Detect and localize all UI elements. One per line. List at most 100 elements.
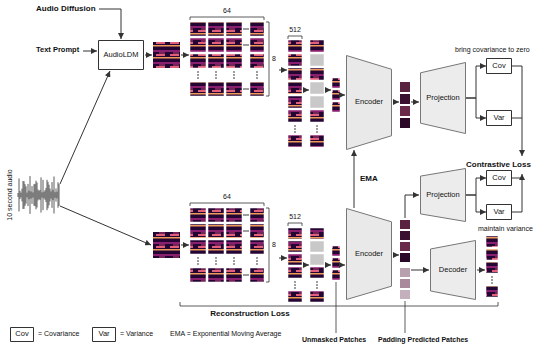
- flow-arrow: [279, 258, 287, 259]
- flow-arrow: [512, 178, 522, 179]
- waveform: [18, 193, 19, 197]
- waveform: [29, 191, 30, 200]
- waveform: [39, 191, 40, 199]
- node-label: Projection: [426, 94, 459, 102]
- waveform: [19, 178, 20, 211]
- waveform: [25, 184, 26, 206]
- masked-patch: [310, 241, 324, 252]
- outline-shape: [347, 56, 392, 150]
- patch-tile: [190, 22, 206, 36]
- patch-tile: [288, 40, 302, 52]
- patch-tile: [486, 236, 498, 247]
- ellipsis-dot: [233, 260, 235, 262]
- waveform: [57, 192, 58, 199]
- waveform: [26, 186, 27, 203]
- patch-tile: [310, 291, 324, 302]
- outline-shape: [11, 328, 34, 342]
- ellipsis-dot: [197, 257, 199, 259]
- waveform: [58, 182, 59, 207]
- masked-patch: [310, 96, 324, 108]
- ellipsis-dot: [243, 28, 245, 30]
- flow-arrow: [411, 270, 429, 271]
- spectrogram: [153, 232, 180, 258]
- ellipsis-dot: [294, 281, 296, 283]
- latent-patch: [400, 82, 410, 92]
- patch-tile: [208, 240, 224, 254]
- patch-tile: [310, 267, 324, 278]
- flow-arrow: [83, 51, 97, 52]
- patch-tile: [226, 268, 242, 282]
- latent-patch: [400, 231, 410, 240]
- ellipsis-dot: [215, 260, 217, 262]
- ellipsis-dot: [316, 287, 318, 289]
- legend-box: Cov: [10, 327, 34, 342]
- patch-tile: [310, 68, 324, 80]
- ellipsis-dot: [256, 263, 258, 265]
- waveform: [28, 184, 29, 206]
- flow-arrow: [279, 70, 287, 71]
- patch-tile: [226, 224, 242, 238]
- padding-patch: [400, 279, 410, 288]
- patch-tile: [250, 22, 264, 36]
- ellipsis-dot: [256, 74, 258, 76]
- node-label: Cov: [492, 174, 505, 182]
- legend-text: EMA = Exponential Moving Average: [170, 330, 281, 338]
- ellipsis-dot: [197, 260, 199, 262]
- waveform: [21, 193, 22, 198]
- connector: [466, 98, 486, 118]
- bracket-line: [288, 36, 302, 39]
- patch-tile: [288, 241, 302, 252]
- connector: [466, 66, 486, 98]
- patch-tile: [226, 208, 242, 222]
- flow-arrow: [405, 195, 419, 218]
- patch-tile: [250, 240, 264, 254]
- patch-tile: [226, 38, 242, 52]
- waveform: [44, 192, 45, 199]
- input-label: Text Prompt: [36, 46, 79, 55]
- cov-box: Cov: [486, 170, 512, 186]
- edge-label: EMA: [359, 174, 379, 183]
- waveform: [49, 185, 50, 206]
- waveform: [47, 180, 48, 210]
- flow-arrow: [393, 255, 399, 256]
- latent-patch: [400, 94, 410, 104]
- node-text: Var: [493, 114, 504, 122]
- outline-shape: [93, 328, 116, 342]
- ellipsis-dot: [256, 257, 258, 259]
- patch-tile: [190, 82, 206, 96]
- waveform: [41, 177, 42, 212]
- projection-head: Projection: [420, 168, 466, 222]
- flow-arrow: [325, 265, 331, 266]
- patch-tile: [288, 228, 302, 239]
- waveform: [52, 182, 53, 208]
- flow-arrow: [303, 265, 309, 266]
- waveform: [43, 180, 44, 210]
- patch-tile: [486, 262, 498, 273]
- patch-tile: [310, 40, 324, 52]
- patch-tile: [226, 240, 242, 254]
- connector: [466, 178, 486, 195]
- patch-tile: [310, 228, 324, 239]
- node-text: Cov: [15, 330, 28, 338]
- bracket-line: [405, 301, 406, 333]
- ellipsis-dot: [247, 28, 249, 30]
- patch-tile: [250, 54, 264, 68]
- waveform: [48, 182, 49, 208]
- flow-arrow: [341, 265, 345, 266]
- flow-arrow: [303, 90, 309, 91]
- patch-tile: [250, 224, 264, 238]
- ellipsis-dot: [316, 125, 318, 127]
- waveform: [51, 191, 52, 198]
- ellipsis-dot: [215, 74, 217, 76]
- ellipsis-dot: [256, 71, 258, 73]
- ellipsis-dot: [245, 88, 247, 90]
- waveform: [40, 190, 41, 200]
- node-label: Var: [493, 208, 504, 216]
- ellipsis-dot: [243, 88, 245, 90]
- latent-patch: [400, 118, 410, 128]
- node-label: Var: [98, 330, 109, 338]
- node-text: Encoder: [355, 250, 383, 258]
- ellipsis-dot: [491, 279, 493, 281]
- loss-label: Contrastive Loss: [466, 160, 531, 169]
- ellipsis-dot: [256, 77, 258, 79]
